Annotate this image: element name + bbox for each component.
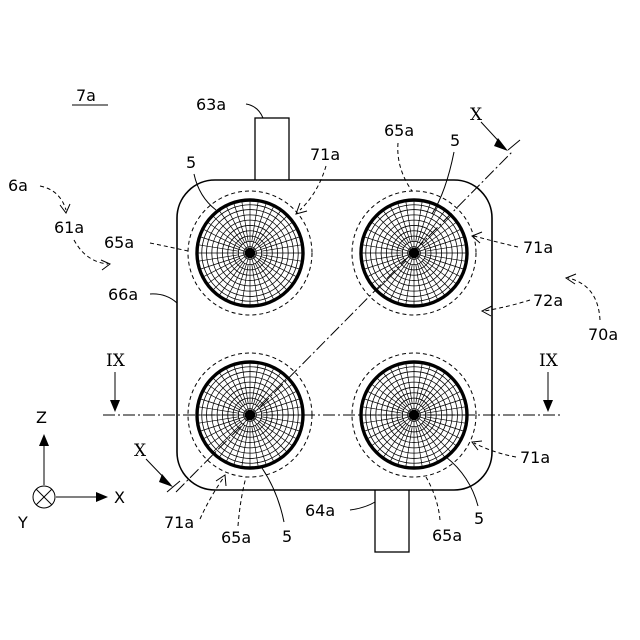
- pipe-64a: [375, 489, 409, 552]
- label-65a-top: 65a: [384, 121, 414, 140]
- axis-y-label: Y: [17, 513, 28, 532]
- label-5-top-left: 5: [186, 153, 196, 172]
- leader-6a: [40, 186, 66, 210]
- figure-label: 7a: [76, 86, 96, 105]
- cell-top-left: [197, 200, 303, 306]
- cell-top-right: [361, 200, 467, 306]
- section-ix-left-label: IX: [106, 351, 126, 371]
- label-65a-left: 65a: [104, 233, 134, 252]
- section-marker-x-top: X: [470, 105, 520, 151]
- label-66a: 66a: [108, 285, 138, 304]
- arrowhead-70a: [566, 274, 576, 284]
- section-marker-x-bottom: X: [134, 441, 180, 492]
- section-marker-ix-right: IX: [539, 351, 559, 412]
- leader-70a: [568, 278, 600, 320]
- label-6a: 6a: [8, 176, 28, 195]
- label-5-bottom-mid: 5: [282, 527, 292, 546]
- label-72a: 72a: [533, 291, 563, 310]
- axis-x-arrowhead: [96, 492, 108, 502]
- label-65a-bottom-left: 65a: [221, 528, 251, 547]
- label-71a-bottom: 71a: [164, 513, 194, 532]
- label-71a-right-top: 71a: [523, 238, 553, 257]
- axis-z-label: Z: [36, 408, 47, 427]
- section-x-bottom-label: X: [134, 441, 147, 461]
- label-63a: 63a: [196, 95, 226, 114]
- arrowhead-61a: [101, 260, 110, 270]
- section-ix-right-label: IX: [539, 351, 559, 371]
- label-71a-top: 71a: [310, 145, 340, 164]
- pipe-63a: [255, 118, 289, 181]
- label-71a-right-bottom: 71a: [520, 448, 550, 467]
- label-64a: 64a: [305, 501, 335, 520]
- label-5-bottom-right: 5: [474, 509, 484, 528]
- axis-indicator: Z X Y: [17, 408, 125, 532]
- leader-63a: [246, 104, 263, 118]
- label-5-top-right: 5: [450, 131, 460, 150]
- label-61a: 61a: [54, 218, 84, 237]
- section-marker-ix-left: IX: [106, 351, 126, 412]
- leader-64a: [350, 502, 375, 510]
- axis-z-arrowhead: [39, 434, 49, 446]
- label-70a: 70a: [588, 325, 618, 344]
- leader-66a: [150, 294, 177, 303]
- label-65a-bottom-right: 65a: [432, 526, 462, 545]
- axis-x-label: X: [114, 488, 125, 507]
